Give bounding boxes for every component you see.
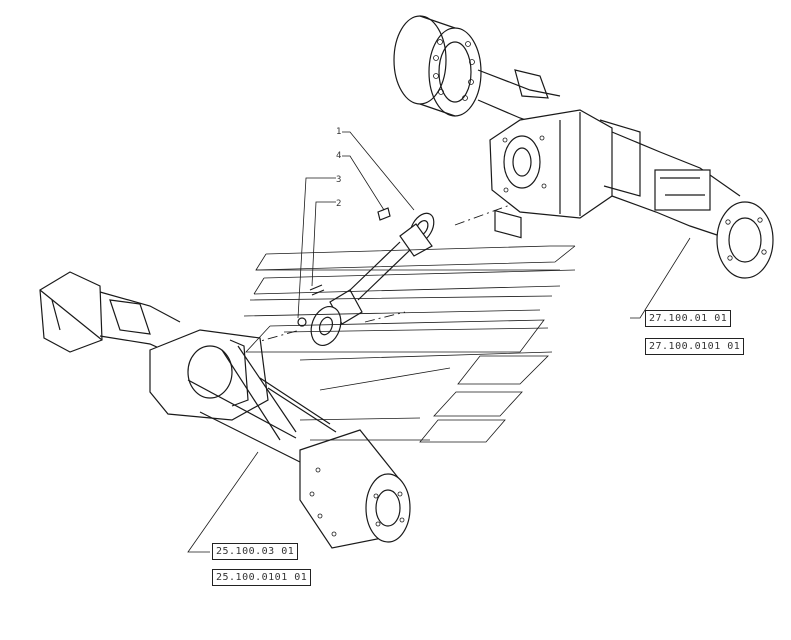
drive-shaft: [297, 207, 435, 346]
rear-axle-assembly: [393, 15, 774, 279]
front-axle-ref-2[interactable]: 25.100.0101 01: [212, 569, 312, 586]
rear-ref-leader: [630, 237, 691, 319]
callout-1: 1: [336, 127, 341, 137]
nut-3: [297, 317, 307, 327]
nut-4: [377, 207, 391, 221]
bolt-2: [309, 284, 325, 296]
front-axle-assembly: [39, 271, 411, 549]
callout-2: 2: [336, 199, 341, 209]
front-ref-leader: [187, 451, 259, 553]
reference-flags: [243, 245, 576, 443]
front-axle-ref-1[interactable]: 25.100.03 01: [212, 543, 299, 560]
callout-4: 4: [336, 151, 341, 161]
rear-axle-ref-1[interactable]: 27.100.01 01: [645, 310, 732, 327]
rear-axle-ref-2[interactable]: 27.100.0101 01: [645, 338, 745, 355]
callout-3: 3: [336, 175, 341, 185]
callout-leaders: 1 4 3 2: [297, 127, 415, 319]
